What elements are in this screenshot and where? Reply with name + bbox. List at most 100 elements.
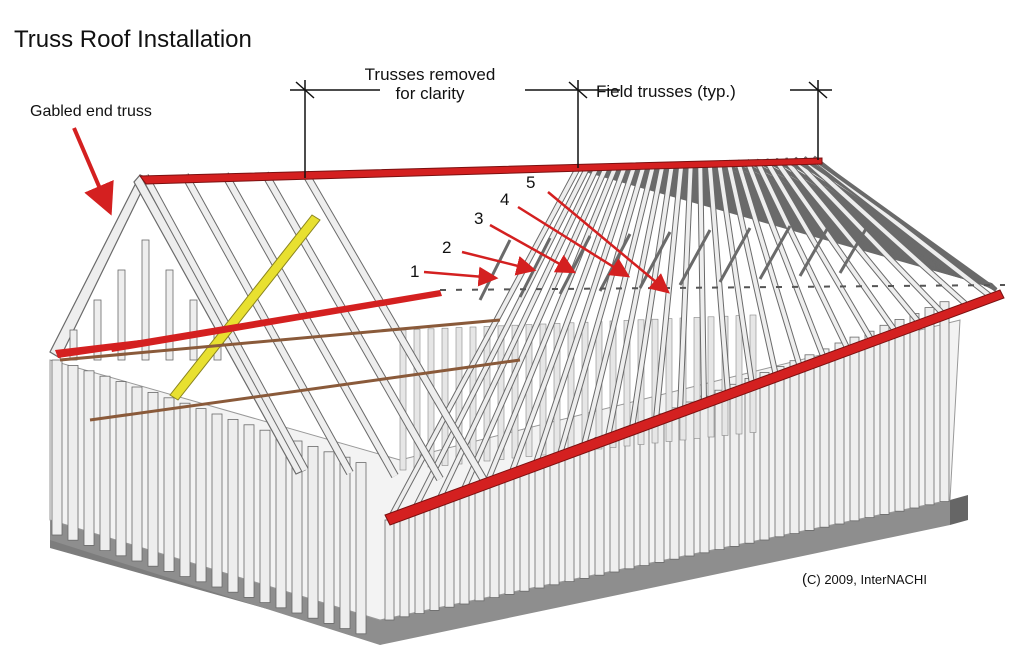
trusses-removed-label: Trusses removed for clarity bbox=[330, 65, 530, 103]
copyright-text: C) 2009, InterNACHI bbox=[807, 572, 927, 587]
callout-1: 1 bbox=[410, 262, 420, 281]
wall-stud bbox=[275, 435, 287, 609]
wall-stud bbox=[519, 466, 530, 592]
wall-stud bbox=[131, 386, 143, 562]
wall-stud bbox=[729, 383, 740, 547]
wall-stud bbox=[179, 402, 191, 578]
rafter bbox=[726, 161, 778, 377]
arrow-icon bbox=[547, 191, 670, 294]
wall-stud bbox=[291, 440, 303, 614]
left-plate-red bbox=[55, 340, 140, 358]
web bbox=[478, 239, 512, 301]
rafter bbox=[783, 157, 922, 325]
arrow-icon bbox=[72, 127, 114, 216]
wall-stud bbox=[211, 413, 223, 588]
wall-stud bbox=[429, 501, 440, 611]
wall-stud bbox=[924, 307, 935, 506]
rafter bbox=[773, 158, 898, 334]
front-wall-studs bbox=[384, 301, 950, 621]
callout-4: 4 bbox=[500, 190, 510, 209]
arrow-icon bbox=[461, 250, 537, 276]
web bbox=[718, 227, 752, 283]
top-plate-red bbox=[384, 289, 1005, 526]
rafter-back bbox=[811, 156, 998, 292]
wall-stud bbox=[804, 354, 815, 531]
web bbox=[638, 231, 672, 289]
wall-stud bbox=[504, 472, 515, 595]
rafter bbox=[534, 164, 637, 464]
wall-stud bbox=[474, 484, 485, 602]
web bbox=[678, 229, 712, 286]
wall-stud bbox=[759, 372, 770, 541]
wall-stud bbox=[549, 454, 560, 586]
wall-stud bbox=[819, 348, 830, 528]
wall-stud bbox=[243, 424, 255, 598]
wall-stud bbox=[834, 342, 845, 525]
wall-stud bbox=[669, 407, 680, 560]
copyright-icon: ( bbox=[802, 571, 807, 588]
web bbox=[798, 223, 832, 277]
rafter bbox=[792, 157, 946, 317]
rafter bbox=[698, 162, 706, 402]
wall-stud bbox=[339, 456, 351, 630]
wall-stud bbox=[384, 519, 395, 621]
gable-vertical bbox=[189, 299, 198, 361]
gabled-end-truss-label: Gabled end truss bbox=[30, 103, 152, 120]
rafter bbox=[606, 164, 665, 438]
wall-stud bbox=[864, 330, 875, 519]
field-trusses-label: Field trusses (typ.) bbox=[596, 82, 736, 101]
wall-stud bbox=[147, 391, 159, 567]
yellow-brace bbox=[169, 214, 321, 401]
wall-stud bbox=[684, 401, 695, 557]
wall-stud bbox=[909, 313, 920, 509]
web bbox=[758, 225, 792, 280]
wall-stud bbox=[714, 389, 725, 551]
wall-stud bbox=[444, 495, 455, 608]
foundation-front bbox=[50, 500, 950, 645]
gable-vertical bbox=[93, 299, 102, 361]
rafter bbox=[510, 165, 627, 473]
arrow-icon bbox=[517, 205, 631, 278]
wall-stud bbox=[259, 429, 271, 604]
wall-stud bbox=[489, 478, 500, 599]
web bbox=[838, 221, 872, 274]
wall-stud bbox=[699, 395, 710, 554]
rafter bbox=[717, 161, 754, 385]
wall-stud bbox=[307, 445, 319, 619]
rafter bbox=[707, 162, 730, 394]
arrow-icon bbox=[489, 223, 577, 274]
rafter bbox=[142, 174, 308, 472]
gable-vertical bbox=[141, 239, 150, 361]
rafter bbox=[745, 160, 826, 360]
foundation-right bbox=[950, 495, 968, 525]
wall-stud bbox=[894, 318, 905, 512]
interior-stud bbox=[441, 327, 449, 466]
rafter bbox=[486, 165, 618, 481]
arrow-icon bbox=[423, 266, 499, 287]
rafter bbox=[414, 166, 590, 508]
rafter bbox=[262, 172, 443, 481]
wall-stud bbox=[849, 336, 860, 522]
wall-stud bbox=[534, 460, 545, 589]
wall-stud bbox=[399, 513, 410, 618]
wall-stud bbox=[594, 436, 605, 576]
trusses-removed-line1: Trusses removed bbox=[364, 65, 496, 84]
interior-stud bbox=[623, 320, 631, 447]
wall-stud bbox=[51, 359, 63, 536]
wall-stud bbox=[879, 324, 890, 515]
gable-vertical bbox=[165, 269, 174, 361]
rafter bbox=[302, 171, 488, 484]
wall-stud bbox=[774, 366, 785, 538]
dimension-tick-icon bbox=[295, 81, 315, 99]
rafter bbox=[764, 158, 874, 343]
brown-brace-1 bbox=[59, 318, 501, 362]
wall-stud bbox=[789, 360, 800, 535]
wall-stud bbox=[414, 507, 425, 615]
wall-stud bbox=[227, 418, 239, 593]
rafter bbox=[630, 163, 674, 429]
rafter bbox=[582, 164, 656, 446]
interior-stud bbox=[735, 315, 743, 435]
wall-stud bbox=[99, 375, 111, 552]
